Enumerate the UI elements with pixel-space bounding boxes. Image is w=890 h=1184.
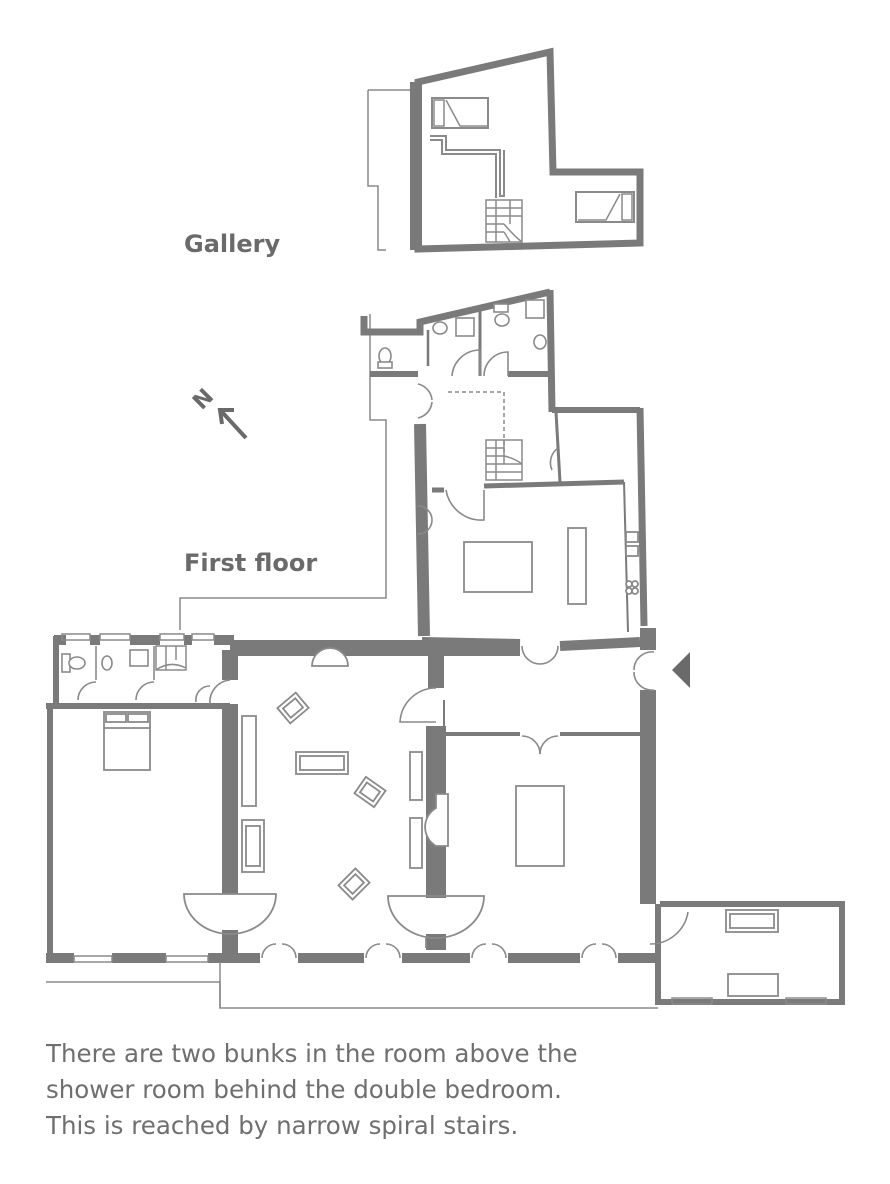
- first-floor-label: First floor: [184, 549, 318, 577]
- bay-windows: [183, 793, 485, 948]
- compass-north-letter: N: [188, 384, 219, 415]
- annex-toilets: [61, 646, 211, 703]
- gallery-label: Gallery: [184, 230, 281, 258]
- neighbour-outline: [179, 370, 387, 630]
- caption-line: shower room behind the double bedroom.: [46, 1075, 562, 1104]
- bunk-bed: [575, 191, 635, 223]
- lounge-furniture: [241, 647, 423, 901]
- first-floor-plan: [46, 288, 845, 1009]
- caption-line: This is reached by narrow spiral stairs.: [46, 1111, 519, 1140]
- gallery-plan: [367, 47, 644, 253]
- caption-line: There are two bunks in the room above th…: [46, 1039, 578, 1068]
- spiral-stairs-first-floor: [485, 439, 523, 481]
- upper-door-swings: [417, 349, 559, 535]
- gallery-adjoining-outline: [367, 90, 386, 251]
- dining-table: [515, 785, 565, 867]
- main-door-swings: [209, 645, 689, 959]
- dashed-outline: [448, 391, 505, 454]
- bunk-bed: [431, 97, 489, 129]
- upper-toilets: [377, 299, 547, 369]
- plan-caption: There are two bunks in the room above th…: [46, 1036, 866, 1144]
- terrace-outline: [46, 981, 658, 1009]
- spiral-stairs: [485, 199, 523, 243]
- annex-furniture: [725, 909, 779, 997]
- kitchen-furniture: [463, 527, 639, 605]
- windows: [61, 633, 827, 1005]
- annex-stairs: [155, 645, 187, 671]
- double-bed: [103, 711, 151, 771]
- north-arrow: N: [188, 384, 248, 440]
- entrance-arrow: [672, 652, 690, 688]
- upper-wing-walls: [360, 288, 648, 637]
- gallery-partition: [430, 135, 505, 197]
